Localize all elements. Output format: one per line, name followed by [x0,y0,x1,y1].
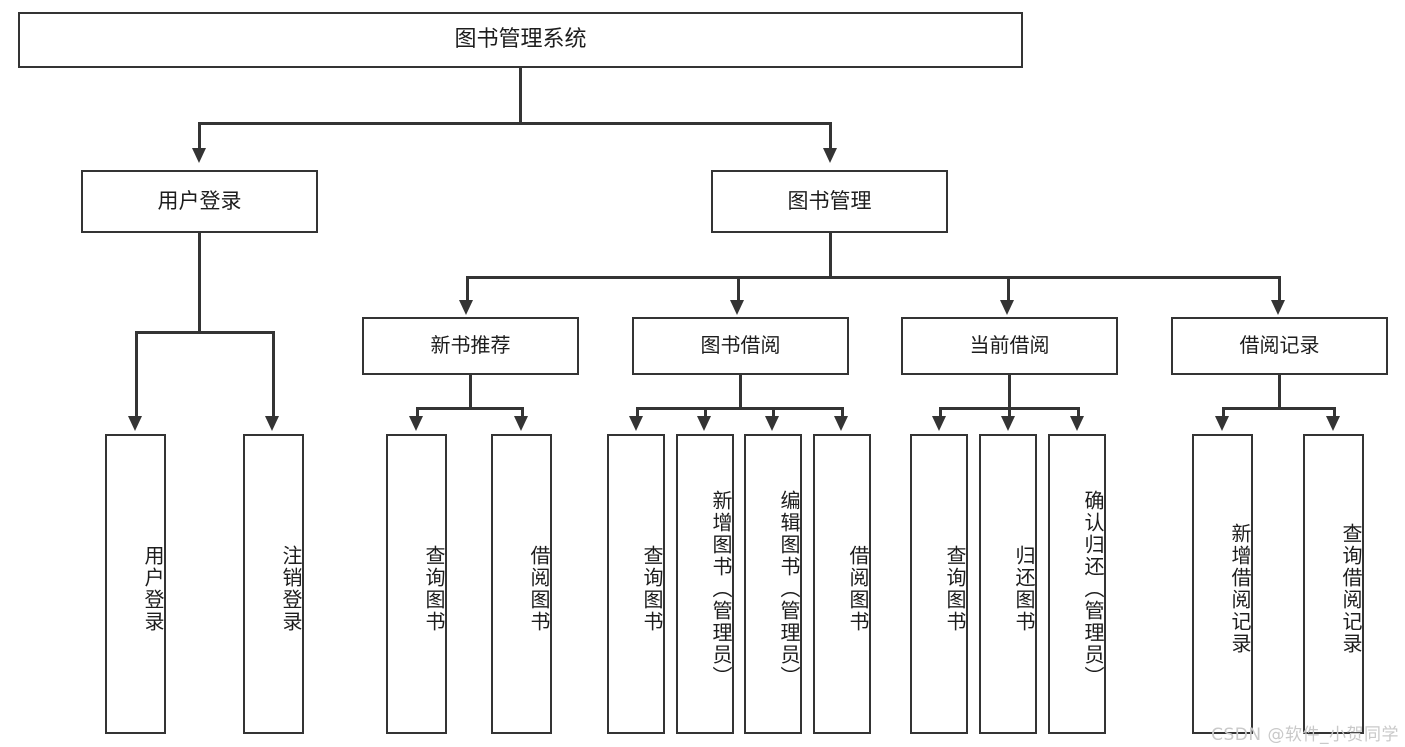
leaf-add-book-admin[interactable]: 新增图书（管理员） [676,434,734,734]
connector-level2-bus [198,122,831,125]
node-label: 查询图书 [422,545,446,633]
connector-book-borrow-bus [636,407,843,410]
node-label: 查询图书 [640,545,664,633]
arrow-to-leaf-query-book-1 [409,416,423,431]
arrow-to-book-management [823,148,837,163]
connector-book-management-stem [829,233,832,278]
node-label: 确认归还（管理员） [1081,490,1105,688]
connector-user-login-drop-2 [272,331,275,419]
connector-level3-drop-3 [1007,276,1010,302]
node-root-book-management-system[interactable]: 图书管理系统 [18,12,1023,68]
connector-book-borrow-drop-1 [636,407,639,419]
connector-root-stem [519,68,522,123]
connector-new-book-drop-2 [521,407,524,419]
leaf-return-book[interactable]: 归还图书 [979,434,1037,734]
node-label: 用户登录 [141,545,165,633]
node-user-login[interactable]: 用户登录 [81,170,318,233]
node-book-management[interactable]: 图书管理 [711,170,948,233]
connector-borrow-record-drop-1 [1222,407,1225,419]
connector-level3-drop-4 [1278,276,1281,302]
leaf-logout[interactable]: 注销登录 [243,434,304,734]
connector-level3-bus [466,276,1280,279]
arrow-to-leaf-add-record [1215,416,1229,431]
arrow-to-leaf-return-book [1001,416,1015,431]
node-label: 注销登录 [279,545,303,633]
connector-borrow-record-stem [1278,375,1281,410]
connector-user-login-bus [135,331,274,334]
leaf-user-login[interactable]: 用户登录 [105,434,166,734]
node-label: 编辑图书（管理员） [777,490,801,688]
arrow-to-leaf-query-book-3 [932,416,946,431]
node-current-borrow[interactable]: 当前借阅 [901,317,1118,375]
connector-new-book-stem [469,375,472,410]
arrow-to-leaf-query-record [1326,416,1340,431]
arrow-to-leaf-logout [265,416,279,431]
node-borrow-record[interactable]: 借阅记录 [1171,317,1388,375]
connector-level2-drop-2 [829,122,832,150]
leaf-query-book-3[interactable]: 查询图书 [910,434,968,734]
node-label: 借阅图书 [846,545,870,633]
node-book-borrow[interactable]: 图书借阅 [632,317,849,375]
arrow-to-current-borrow [1000,300,1014,315]
node-label: 借阅图书 [527,545,551,633]
connector-level3-drop-2 [737,276,740,302]
node-label: 图书管理 [787,189,872,214]
arrow-to-leaf-borrow-book-2 [834,416,848,431]
connector-book-borrow-stem [739,375,742,410]
arrow-to-leaf-edit-book [765,416,779,431]
connector-borrow-record-bus [1222,407,1334,410]
connector-user-login-stem [198,233,201,333]
arrow-to-leaf-borrow-book-1 [514,416,528,431]
connector-new-book-drop-1 [416,407,419,419]
connector-current-borrow-drop-3 [1077,407,1080,419]
connector-current-borrow-drop-1 [939,407,942,419]
node-new-book-recommend[interactable]: 新书推荐 [362,317,579,375]
connector-book-borrow-drop-4 [841,407,844,419]
arrow-to-user-login [192,148,206,163]
node-label: 新增借阅记录 [1228,523,1252,655]
leaf-query-borrow-record[interactable]: 查询借阅记录 [1303,434,1364,734]
arrow-to-leaf-query-book-2 [629,416,643,431]
leaf-borrow-book-1[interactable]: 借阅图书 [491,434,552,734]
node-label: 当前借阅 [969,333,1050,358]
node-label: 新书推荐 [430,333,511,358]
connector-new-book-bus [416,407,522,410]
leaf-confirm-return-admin[interactable]: 确认归还（管理员） [1048,434,1106,734]
node-label: 用户登录 [157,189,242,214]
node-label: 图书借阅 [700,333,781,358]
connector-level2-drop-1 [198,122,201,150]
arrow-to-book-borrow [730,300,744,315]
connector-book-borrow-drop-2 [704,407,707,419]
connector-level3-drop-1 [466,276,469,302]
arrow-to-leaf-add-book [697,416,711,431]
arrow-to-new-book-recommend [459,300,473,315]
arrow-to-leaf-user-login [128,416,142,431]
node-label: 归还图书 [1012,545,1036,633]
node-label: 新增图书（管理员） [709,490,733,688]
node-label: 图书管理系统 [454,27,587,53]
leaf-query-book-1[interactable]: 查询图书 [386,434,447,734]
node-label: 查询借阅记录 [1339,523,1363,655]
connector-book-borrow-drop-3 [772,407,775,419]
connector-borrow-record-drop-2 [1333,407,1336,419]
arrow-to-borrow-record [1271,300,1285,315]
leaf-query-book-2[interactable]: 查询图书 [607,434,665,734]
node-label: 借阅记录 [1239,333,1320,358]
node-label: 查询图书 [943,545,967,633]
connector-current-borrow-drop-2 [1008,407,1011,419]
connector-current-borrow-stem [1008,375,1011,410]
leaf-add-borrow-record[interactable]: 新增借阅记录 [1192,434,1253,734]
connector-user-login-drop-1 [135,331,138,419]
leaf-borrow-book-2[interactable]: 借阅图书 [813,434,871,734]
arrow-to-leaf-confirm-return [1070,416,1084,431]
leaf-edit-book-admin[interactable]: 编辑图书（管理员） [744,434,802,734]
